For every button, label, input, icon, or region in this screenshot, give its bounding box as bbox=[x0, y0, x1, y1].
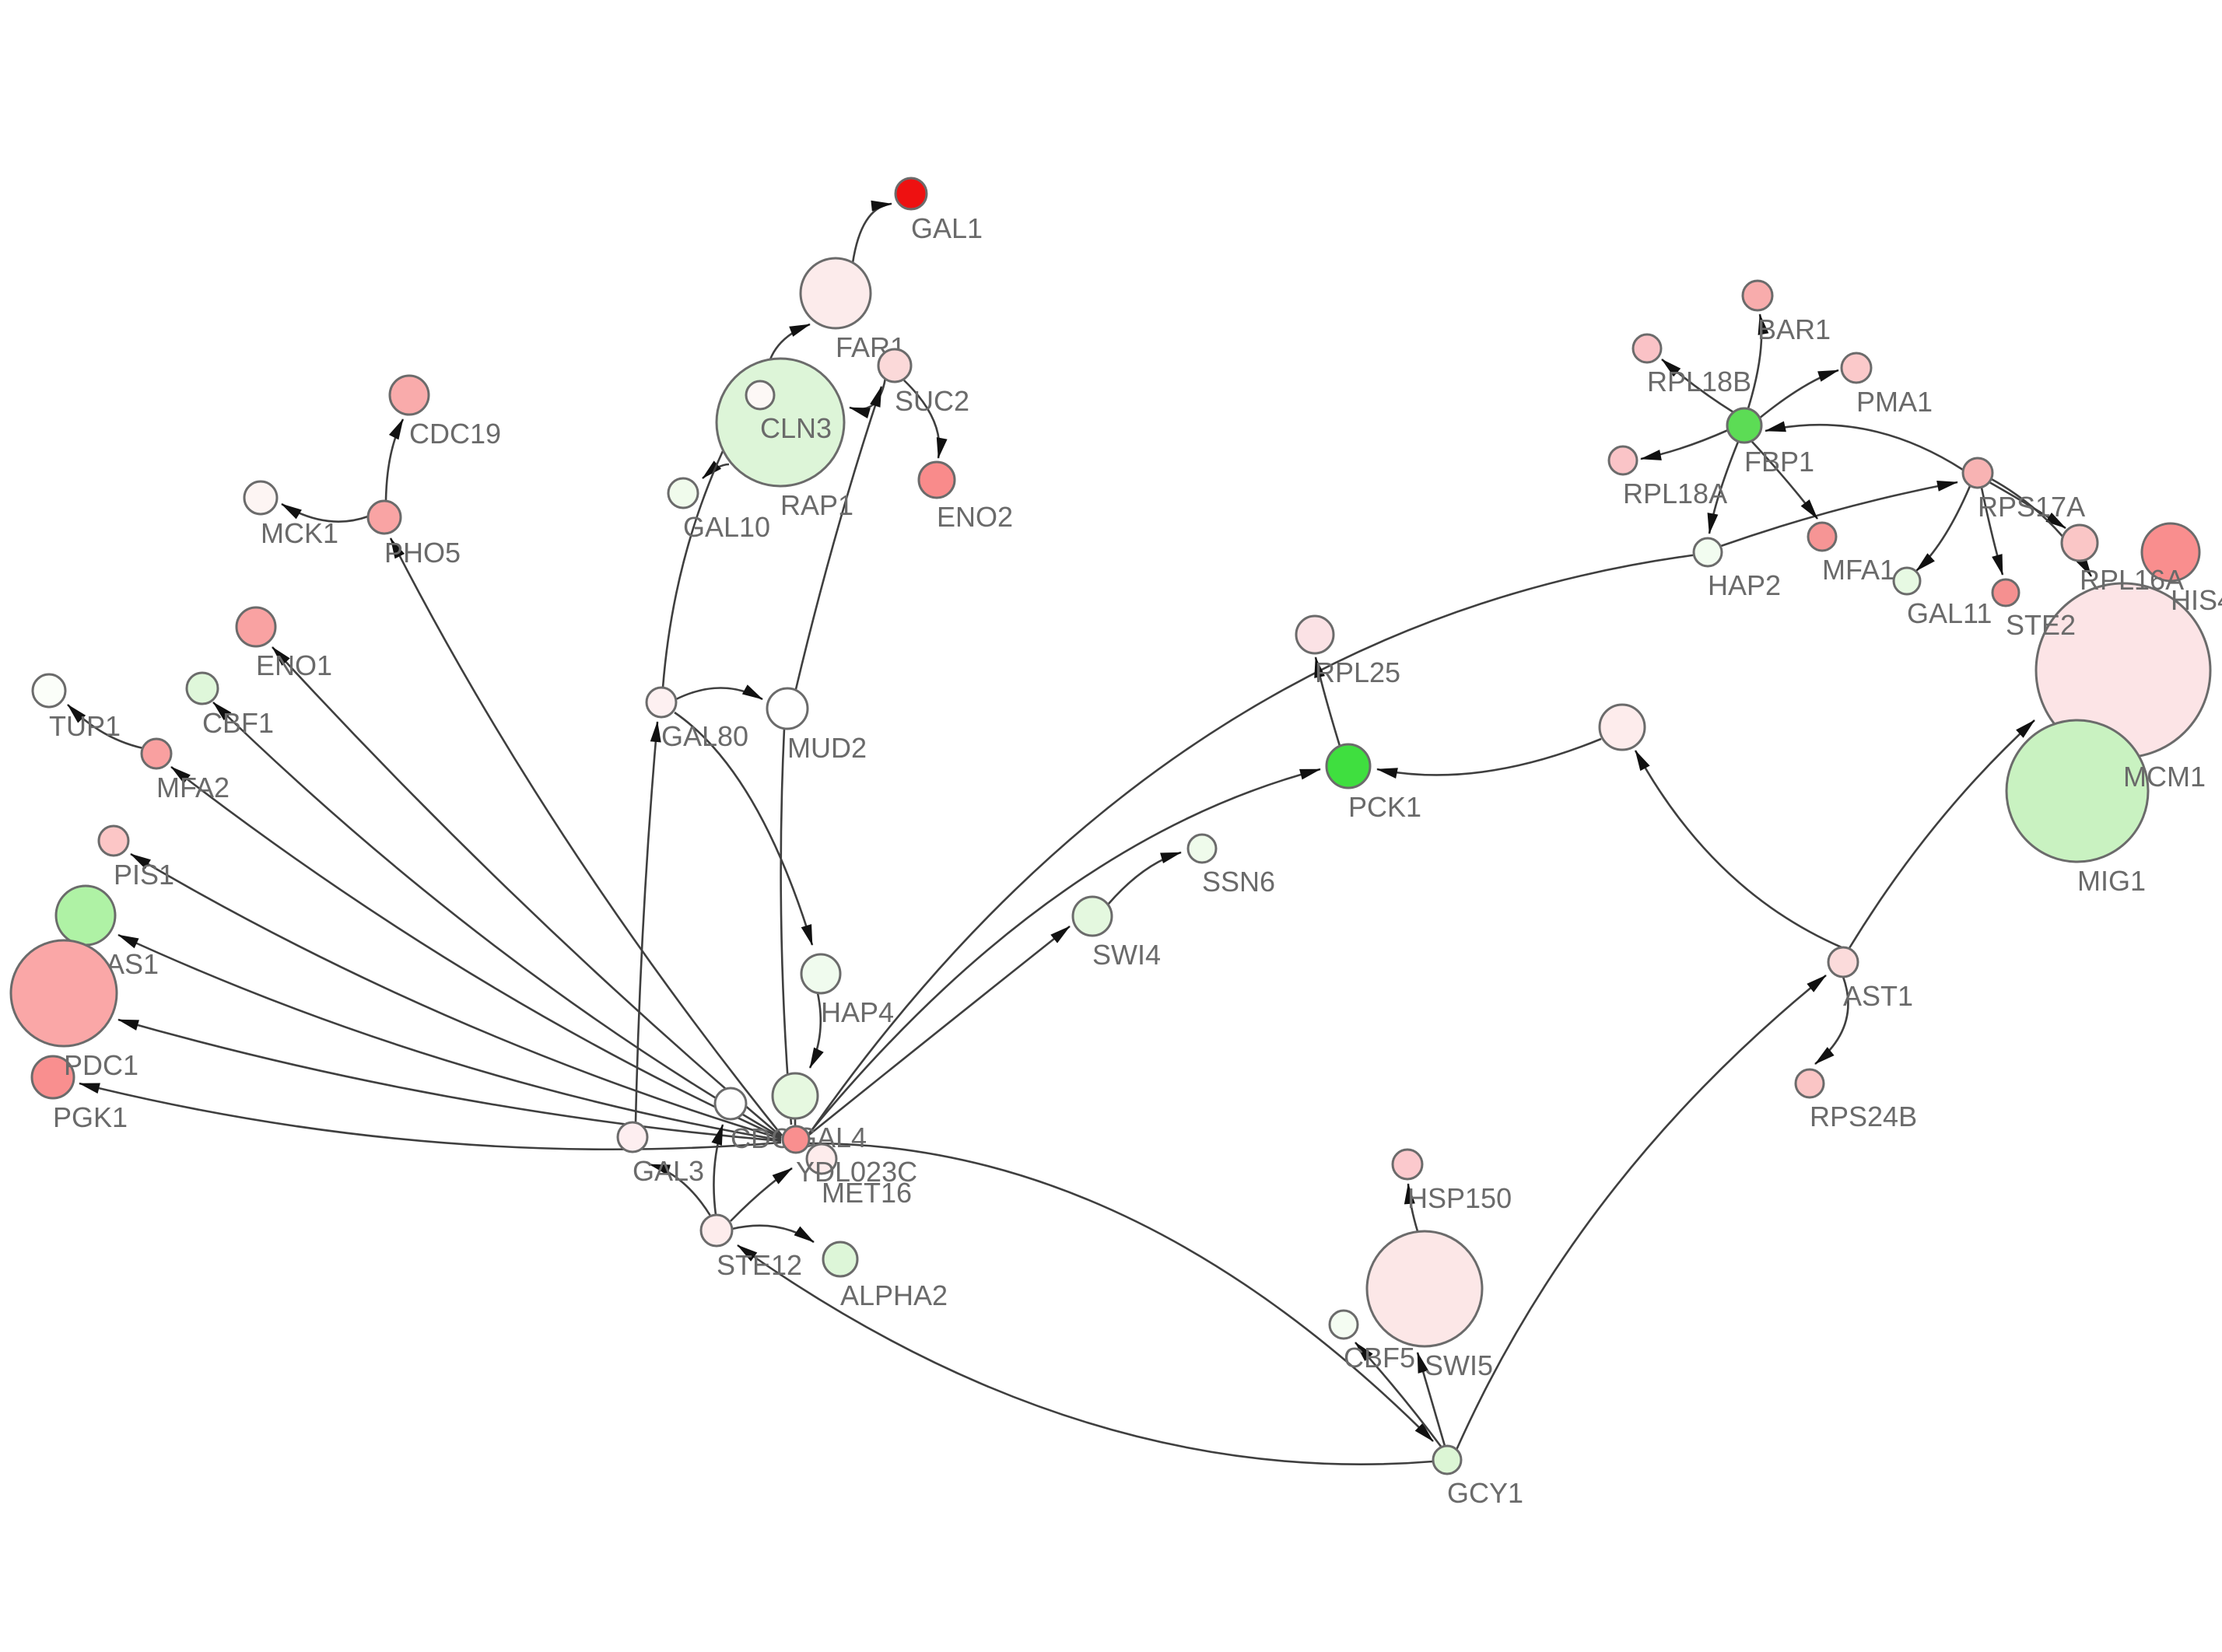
svg-text:YDL023C: YDL023C bbox=[796, 1156, 917, 1188]
svg-text:HSP150: HSP150 bbox=[1407, 1182, 1512, 1214]
svg-text:MUD2: MUD2 bbox=[787, 732, 867, 764]
svg-text:RPS24B: RPS24B bbox=[1810, 1101, 1917, 1132]
svg-text:MCM1: MCM1 bbox=[2123, 761, 2206, 793]
svg-text:GAL3: GAL3 bbox=[633, 1155, 704, 1187]
svg-text:GAL11: GAL11 bbox=[1907, 597, 1992, 629]
svg-text:PDC1: PDC1 bbox=[64, 1049, 138, 1081]
svg-text:GAL10: GAL10 bbox=[683, 511, 770, 543]
svg-text:SSN6: SSN6 bbox=[1202, 866, 1275, 898]
svg-text:ALPHA2: ALPHA2 bbox=[840, 1279, 948, 1311]
svg-text:PGK1: PGK1 bbox=[53, 1101, 128, 1133]
svg-text:MFA1: MFA1 bbox=[1822, 554, 1895, 586]
svg-text:SWI4: SWI4 bbox=[1092, 939, 1161, 971]
svg-text:RPL18A: RPL18A bbox=[1623, 478, 1727, 509]
svg-text:MCK1: MCK1 bbox=[261, 517, 338, 549]
svg-text:FBP1: FBP1 bbox=[1744, 446, 1814, 478]
svg-text:PCK1: PCK1 bbox=[1348, 791, 1421, 823]
svg-text:MIG1: MIG1 bbox=[2077, 865, 2146, 897]
svg-text:RPS17A: RPS17A bbox=[1978, 491, 2085, 523]
svg-text:CBF5: CBF5 bbox=[1344, 1342, 1415, 1374]
svg-text:AST1: AST1 bbox=[1843, 980, 1913, 1012]
svg-text:HAP2: HAP2 bbox=[1708, 569, 1781, 601]
svg-text:RAP1: RAP1 bbox=[780, 489, 853, 521]
svg-text:STE2: STE2 bbox=[2006, 609, 2076, 641]
svg-text:HAP4: HAP4 bbox=[821, 996, 894, 1028]
svg-text:ENO2: ENO2 bbox=[937, 501, 1013, 533]
svg-text:CBF1: CBF1 bbox=[202, 707, 274, 739]
svg-text:BAR1: BAR1 bbox=[1758, 313, 1831, 345]
svg-text:TUP1: TUP1 bbox=[49, 710, 121, 742]
svg-text:STE12: STE12 bbox=[717, 1249, 802, 1281]
svg-text:SUC2: SUC2 bbox=[895, 385, 969, 417]
svg-text:CLN3: CLN3 bbox=[760, 412, 832, 444]
svg-text:CDC19: CDC19 bbox=[409, 418, 501, 450]
svg-text:PHO5: PHO5 bbox=[384, 537, 461, 569]
svg-text:GCY1: GCY1 bbox=[1447, 1477, 1523, 1509]
svg-text:PMA1: PMA1 bbox=[1856, 386, 1933, 418]
svg-text:PIS1: PIS1 bbox=[114, 859, 174, 891]
svg-text:MFA2: MFA2 bbox=[156, 772, 230, 803]
svg-text:HIS4: HIS4 bbox=[2171, 584, 2222, 616]
svg-text:RPL16A: RPL16A bbox=[2080, 564, 2184, 596]
svg-text:GAL80: GAL80 bbox=[661, 720, 748, 752]
svg-text:GAL1: GAL1 bbox=[911, 212, 983, 244]
svg-text:ENO1: ENO1 bbox=[256, 649, 332, 681]
svg-text:MET16: MET16 bbox=[822, 1177, 912, 1209]
svg-text:SWI5: SWI5 bbox=[1425, 1349, 1493, 1381]
svg-text:RPL18B: RPL18B bbox=[1647, 366, 1751, 397]
svg-text:RPL25: RPL25 bbox=[1315, 656, 1400, 688]
